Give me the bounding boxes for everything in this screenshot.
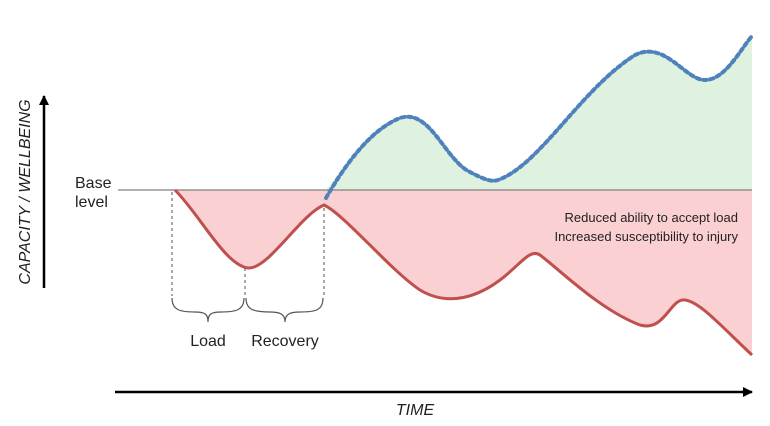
decline-area xyxy=(175,190,752,355)
x-axis-label: TIME xyxy=(396,402,435,419)
risk-note-line1: Reduced ability to accept load xyxy=(565,210,738,225)
base-level-label-line2: level xyxy=(75,194,108,211)
y-axis-label: CAPACITY / WELLBEING xyxy=(17,99,34,284)
load-brace xyxy=(171,297,245,323)
risk-note-line2: Increased susceptibility to injury xyxy=(554,229,738,244)
recovery-brace xyxy=(245,297,324,323)
growth-curve xyxy=(324,34,754,200)
recovery-label: Recovery xyxy=(251,333,319,350)
decline-curve xyxy=(173,188,754,357)
base-level-label-line1: Base xyxy=(75,175,112,192)
load-label: Load xyxy=(190,333,226,350)
growth-area xyxy=(326,36,752,190)
